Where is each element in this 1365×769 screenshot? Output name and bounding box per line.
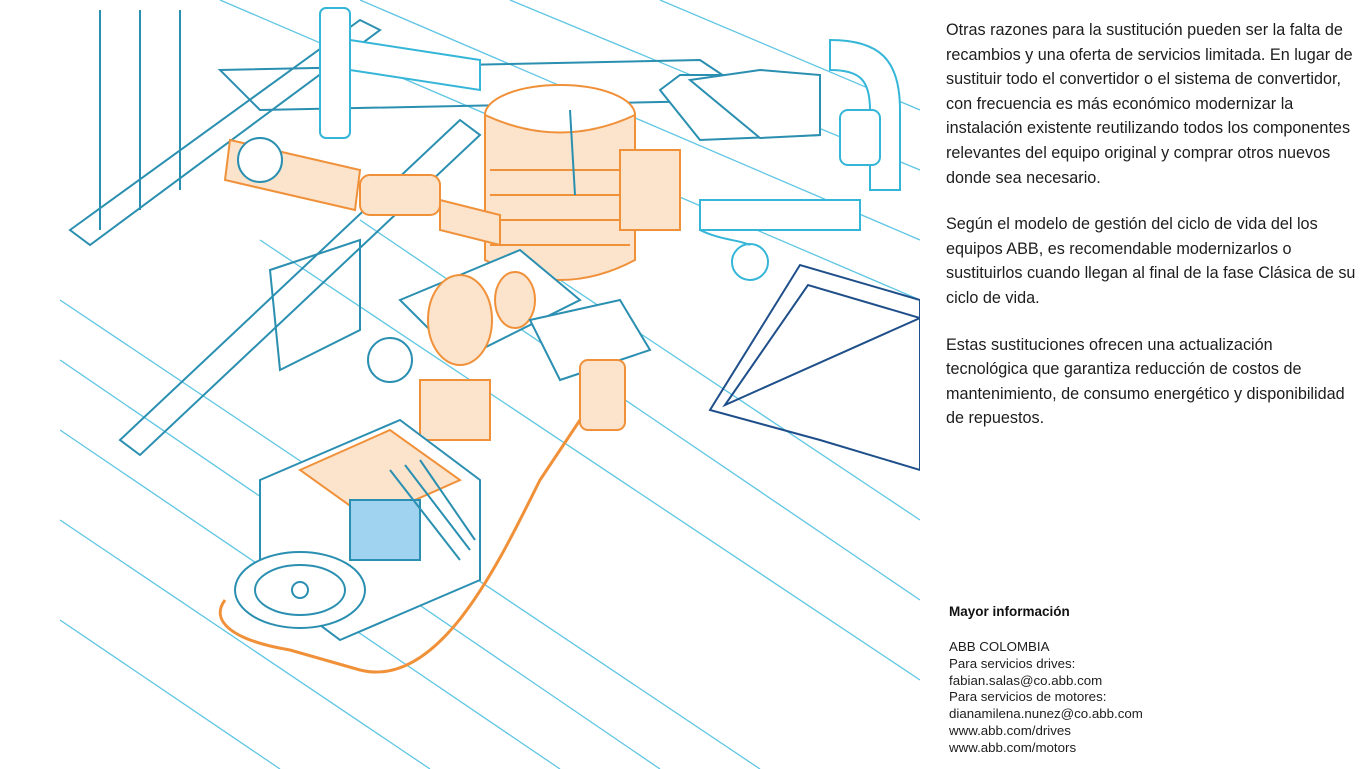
company-name: ABB COLOMBIA (949, 639, 1050, 654)
motors-email-link[interactable]: dianamilena.nunez@co.abb.com (949, 706, 1143, 722)
article-text: Otras razones para la sustitución pueden… (946, 18, 1358, 453)
industrial-illustration (60, 0, 920, 769)
paragraph-benefits: Estas sustituciones ofrecen una actualiz… (946, 335, 1345, 428)
pipework (319, 7, 901, 281)
motor-pump-drawing (60, 0, 920, 769)
drives-label: Para servicios drives: (949, 655, 1076, 671)
drives-email-link[interactable]: fabian.salas@co.abb.com (949, 672, 1103, 688)
orange-shaft (223, 137, 501, 247)
electric-motor (234, 418, 481, 642)
motors-website-link[interactable]: www.abb.com/motors (949, 739, 1077, 755)
motors-label: Para servicios de motores: (949, 689, 1107, 705)
more-info-block: Mayor información ABB COLOMBIA Para serv… (949, 604, 1359, 757)
paragraph-lifecycle: Según el modelo de gestión del ciclo de … (946, 215, 1356, 307)
cable (218, 419, 582, 674)
drives-website-link[interactable]: www.abb.com/drives (949, 722, 1071, 738)
coupling-assembly (367, 248, 652, 441)
paragraph-replacement-reasons: Otras razones para la sustitución pueden… (946, 21, 1353, 187)
pump-housing (484, 84, 636, 281)
air-duct (619, 68, 821, 231)
more-info-title: Mayor información (949, 604, 1070, 619)
side-tank (708, 263, 920, 472)
